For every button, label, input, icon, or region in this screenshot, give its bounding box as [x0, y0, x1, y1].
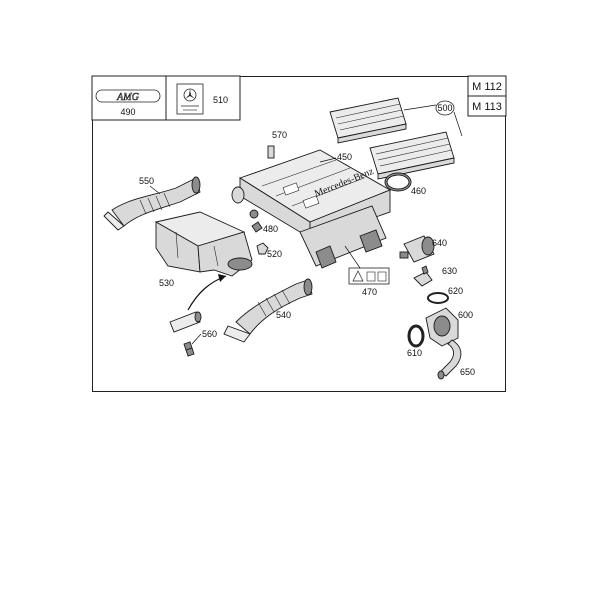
mass-air-flow-sensor-640: 640 [399, 235, 447, 263]
intake-hose-550: 550 [103, 176, 201, 231]
model-m113: M 113 [472, 101, 502, 113]
model-selector: M 112 M 113 [467, 75, 507, 117]
bolt-570: 570 [267, 130, 287, 159]
badge-part-label: 490 [120, 107, 135, 117]
model-box-2 [467, 95, 507, 117]
label-470: 470 [362, 287, 377, 297]
air-filter-upper [329, 97, 407, 144]
label-520: 520 [267, 249, 282, 259]
label-560: 560 [202, 329, 217, 339]
label-630: 630 [442, 266, 457, 276]
label-550: 550 [139, 176, 154, 186]
grommet-520: 520 [256, 242, 282, 259]
pipe-560: 560 [169, 311, 217, 357]
housing-600: 600 [425, 307, 473, 347]
label-540: 540 [276, 310, 291, 320]
emblem-part-label: 510 [213, 95, 228, 105]
air-filter-lower [369, 131, 455, 180]
model-m112: M 112 [472, 81, 502, 93]
label-530: 530 [159, 278, 174, 288]
label-450: 450 [337, 152, 352, 162]
label-600: 600 [458, 310, 473, 320]
callout-450: 450 [319, 152, 352, 163]
label-620: 620 [448, 286, 463, 296]
connector-630: 630 [413, 265, 457, 287]
air-cleaner-housing: Mercedes-Benz [231, 149, 392, 269]
clip-480: 480 [251, 221, 278, 234]
label-640: 640 [432, 238, 447, 248]
callout-500: 500 [403, 100, 463, 137]
air-duct-530: 530 [154, 211, 253, 288]
hose-650: 650 [437, 339, 475, 380]
label-610: 610 [407, 348, 422, 358]
label-500: 500 [437, 103, 452, 113]
label-570: 570 [272, 130, 287, 140]
label-480: 480 [263, 224, 278, 234]
star-emblem-icon [176, 83, 204, 115]
label-650: 650 [460, 367, 475, 377]
label-460: 460 [411, 186, 426, 196]
warning-label-470: 470 [344, 245, 390, 297]
amg-badge-logo: AMG [95, 89, 161, 103]
legend-panel: AMG 490 510 [91, 75, 241, 121]
assembly-arrow [187, 274, 227, 311]
seal-ring-460: 460 [384, 172, 426, 196]
intake-hose-540: 540 [223, 278, 313, 343]
diagram-frame [92, 76, 506, 392]
clamp-620: 620 [427, 286, 463, 304]
seal-ring-610: 610 [407, 324, 425, 358]
amg-logo-text: AMG [116, 92, 139, 103]
